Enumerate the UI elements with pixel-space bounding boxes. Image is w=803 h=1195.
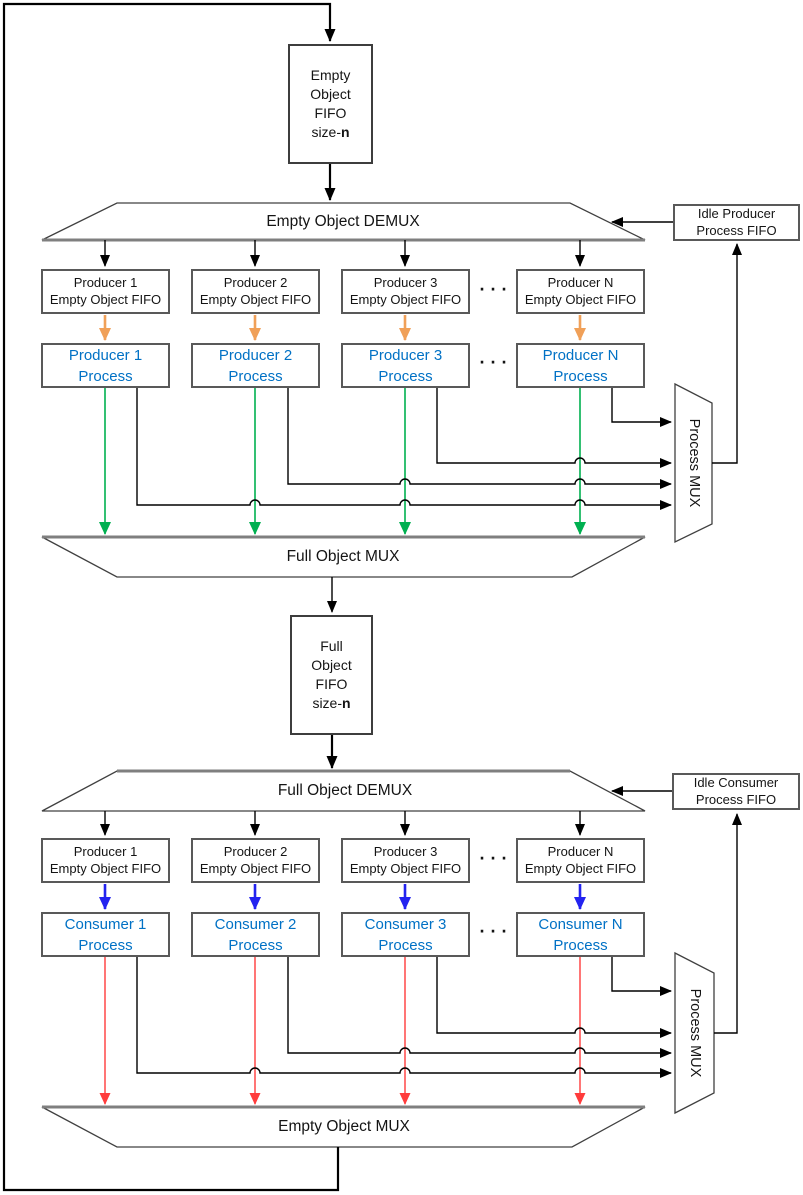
node-label: Process (553, 936, 608, 954)
full-object-demux-label: Full Object DEMUX (277, 782, 413, 799)
node-label: FIFO (315, 676, 348, 692)
node-label: Consumer N (538, 915, 623, 933)
node-label: Object (311, 657, 352, 673)
node-label: Process (78, 936, 133, 954)
full-object-mux-label: Full Object MUX (286, 548, 400, 565)
producer-3-process-node: Producer 3 Process (341, 343, 470, 388)
full-object-fifo-node: Full Object FIFO size-n (290, 615, 373, 735)
node-label: Process (378, 936, 433, 954)
node-label: Producer 2 (223, 275, 288, 290)
node-label: FIFO (314, 105, 347, 121)
consumer-n-process-node: Consumer N Process (516, 912, 645, 957)
consumer-2-to-process-mux-wire (287, 957, 672, 1058)
idle-producer-process-fifo-node: Idle Producer Process FIFO (673, 204, 800, 241)
producer-1-empty-object-fifo-node: Producer 1 Empty Object FIFO (41, 269, 170, 314)
node-label: size-n (311, 124, 350, 140)
node-label: Producer N (542, 346, 619, 364)
node-label: Empty Object FIFO (49, 860, 162, 876)
consumer-1-process-node: Consumer 1 Process (41, 912, 170, 957)
empty-object-mux-label: Empty Object MUX (278, 1118, 410, 1135)
process-mux-bottom-label: Process MUX (687, 988, 703, 1078)
ellipsis-consumer-fifo-row: ··· (479, 848, 513, 869)
node-label: Full (320, 638, 343, 654)
node-label: Process FIFO (696, 222, 777, 238)
node-label: size-n (312, 695, 351, 711)
node-label: Empty Object FIFO (49, 291, 162, 307)
node-label: Empty Object FIFO (349, 860, 462, 876)
consumer-n-to-process-mux-wire (611, 957, 672, 996)
consumer-2-empty-object-fifo-node: Producer 2 Empty Object FIFO (191, 838, 320, 883)
node-label: Empty Object FIFO (199, 291, 312, 307)
node-label: Process FIFO (695, 791, 777, 807)
process-mux-to-idle-consumer-fifo-wire (714, 813, 742, 1034)
node-label: Object (310, 86, 351, 102)
node-label: Idle Consumer (693, 775, 779, 790)
producer-1-process-node: Producer 1 Process (41, 343, 170, 388)
node-label: Empty Object FIFO (524, 860, 637, 876)
consumer-1-empty-object-fifo-node: Producer 1 Empty Object FIFO (41, 838, 170, 883)
process-mux-bottom-shape (674, 951, 715, 1115)
consumer-3-empty-object-fifo-node: Producer 3 Empty Object FIFO (341, 838, 470, 883)
process-mux-top-shape (674, 382, 713, 544)
feedback-loop-wire (2, 2, 340, 1192)
ellipsis-producer-process-row: ··· (479, 352, 513, 373)
consumer-2-process-node: Consumer 2 Process (191, 912, 320, 957)
producer-3-empty-object-fifo-node: Producer 3 Empty Object FIFO (341, 269, 470, 314)
node-label: Producer 1 (73, 844, 138, 859)
producer-wires (99, 164, 742, 769)
node-label: Empty (310, 67, 351, 83)
node-label: Empty Object FIFO (349, 291, 462, 307)
node-label: Producer 3 (373, 275, 438, 290)
producer-n-empty-object-fifo-node: Producer N Empty Object FIFO (516, 269, 645, 314)
node-label: Empty Object FIFO (199, 860, 312, 876)
producer-n-process-node: Producer N Process (516, 343, 645, 388)
node-label: Producer N (547, 275, 614, 290)
process-mux-to-idle-producer-fifo-wire (712, 243, 742, 464)
process-mux-top-label: Process MUX (686, 418, 702, 508)
node-label: Producer 1 (68, 346, 143, 364)
node-label: Process (228, 367, 283, 385)
producer-3-to-process-mux-wire (436, 388, 672, 468)
empty-object-fifo-node: Empty Object FIFO size-n (288, 44, 373, 164)
node-label: Producer 2 (223, 844, 288, 859)
consumer-3-to-process-mux-wire (436, 957, 672, 1038)
node-label: Producer N (547, 844, 614, 859)
consumer-wires (99, 786, 742, 1105)
node-label: Producer 2 (218, 346, 293, 364)
ellipsis-producer-fifo-row: ··· (479, 279, 513, 300)
producer-2-to-process-mux-wire (287, 388, 672, 489)
node-label: Producer 3 (368, 346, 443, 364)
node-label: Consumer 2 (214, 915, 297, 933)
node-label: Process (553, 367, 608, 385)
node-label: Producer 3 (373, 844, 438, 859)
ellipsis-consumer-process-row: ··· (479, 921, 513, 942)
node-label: Process (228, 936, 283, 954)
node-label: Empty Object FIFO (524, 291, 637, 307)
consumer-n-empty-object-fifo-node: Producer N Empty Object FIFO (516, 838, 645, 883)
trapezoid-shapes (41, 202, 715, 1148)
consumer-3-process-node: Consumer 3 Process (341, 912, 470, 957)
producer-n-to-process-mux-wire (611, 388, 672, 427)
node-label: Consumer 3 (364, 915, 447, 933)
producer-2-process-node: Producer 2 Process (191, 343, 320, 388)
producer-1-to-process-mux-wire (136, 388, 672, 510)
idle-consumer-process-fifo-node: Idle Consumer Process FIFO (672, 773, 800, 810)
producer-2-empty-object-fifo-node: Producer 2 Empty Object FIFO (191, 269, 320, 314)
node-label: Process (378, 367, 433, 385)
node-label: Consumer 1 (64, 915, 147, 933)
node-label: Idle Producer (697, 206, 776, 221)
empty-object-demux-label: Empty Object DEMUX (266, 213, 420, 230)
consumer-1-to-process-mux-wire (136, 957, 672, 1078)
node-label: Process (78, 367, 133, 385)
node-label: Producer 1 (73, 275, 138, 290)
